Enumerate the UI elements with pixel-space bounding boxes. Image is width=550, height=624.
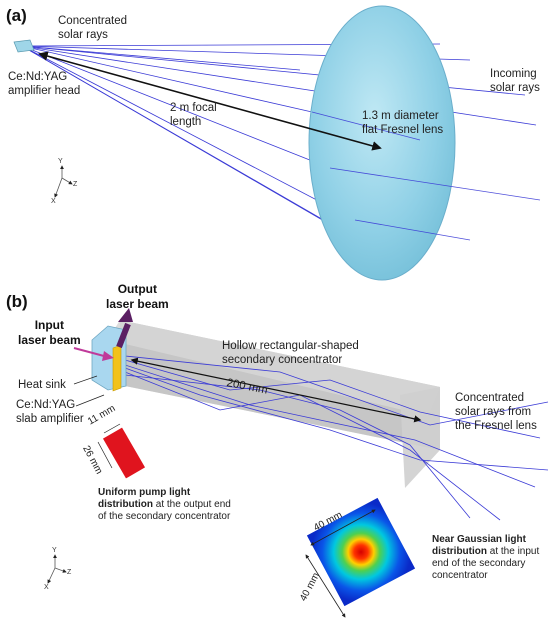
slab-amplifier	[112, 344, 122, 392]
uniform-caption-bold: Uniform pump light distribution	[98, 487, 191, 510]
uniform-caption-rest: at the output end of the secondary conce…	[98, 499, 231, 522]
panel-b-label: (b)	[6, 292, 28, 311]
secondary-concentrator-label: Hollow rectangular-shaped secondary conc…	[222, 340, 359, 366]
slab-amplifier-label: Ce:Nd:YAG slab amplifier	[16, 399, 84, 425]
incoming-rays-label: Incoming solar rays	[490, 68, 540, 94]
focal-length-label: 2 m focal length	[170, 102, 217, 128]
output-laser-arrow	[116, 308, 133, 349]
pump-dim-lines	[97, 423, 121, 469]
uniform-caption: Uniform pump light distribution at the o…	[98, 487, 238, 523]
uniform-pump-distribution	[102, 427, 146, 479]
gaussian-caption-bold: Near Gaussian light distribution	[432, 534, 526, 557]
axis-triad-a	[54, 165, 73, 198]
heat-sink-label: Heat sink	[18, 379, 66, 391]
fresnel-rays-label: Concentrated solar rays from the Fresnel…	[455, 392, 537, 432]
gaussian-caption: Near Gaussian light distribution at the …	[432, 534, 548, 582]
fresnel-lens	[308, 5, 456, 281]
panel-a-rays	[21, 43, 537, 266]
axis-triad-b	[47, 554, 67, 584]
axis-a-y: Y	[58, 158, 63, 165]
amplifier-head-label: Ce:Nd:YAG amplifier head	[8, 71, 81, 97]
axis-b-z: Z	[67, 569, 72, 576]
lens-label: 1.3 m diameter flat Fresnel lens	[362, 110, 444, 136]
gaussian-dim-lines	[305, 509, 376, 618]
focal-length-arrow	[38, 51, 382, 151]
gaussian-caption-rest: at the input end of the secondary concen…	[432, 546, 540, 581]
axis-b-x: X	[44, 584, 49, 591]
pointer-lines	[73, 375, 105, 407]
panel-a-label: (a)	[6, 6, 27, 25]
concentrated-rays-label: Concentrated solar rays	[58, 15, 128, 41]
axis-a-x: X	[51, 198, 56, 205]
axis-a-z: Z	[73, 181, 78, 188]
axis-b-y: Y	[52, 547, 57, 554]
output-beam-label: Output laser beam	[106, 282, 169, 311]
input-laser-arrow	[73, 347, 114, 361]
length-arrow	[130, 357, 422, 423]
input-beam-label: Input laser beam	[18, 318, 81, 347]
amplifier-head	[13, 39, 35, 53]
gaussian-distribution	[306, 497, 416, 607]
